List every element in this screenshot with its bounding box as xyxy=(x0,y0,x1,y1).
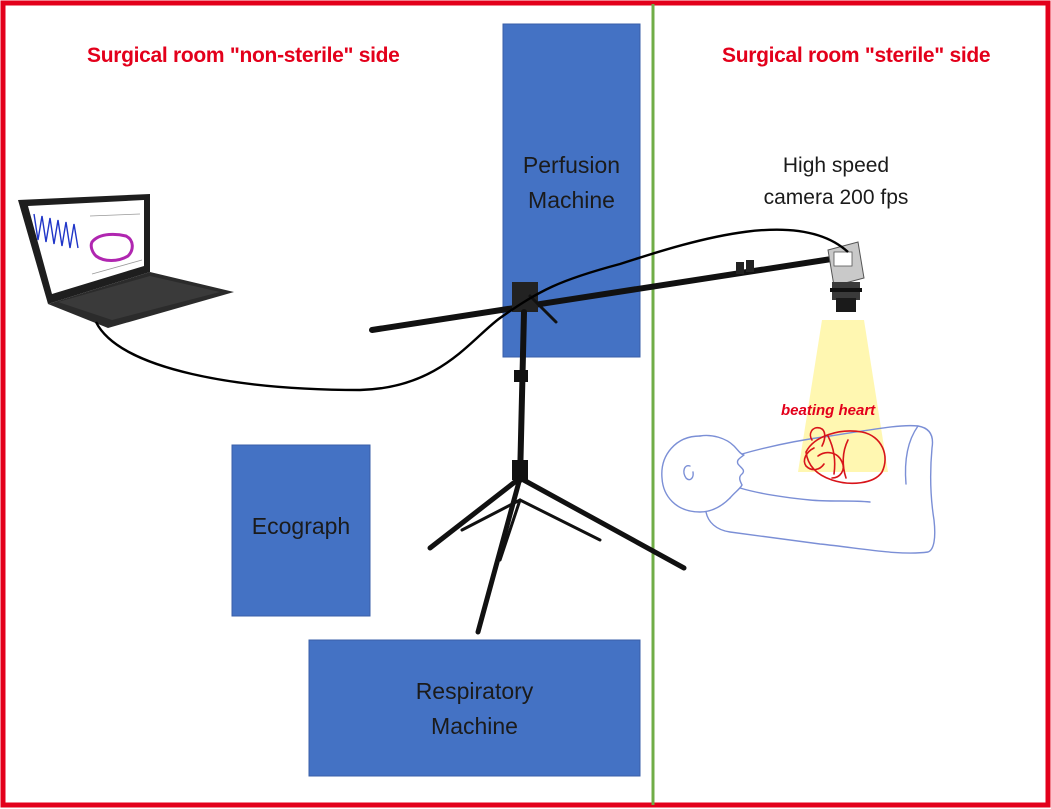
patient-outline-icon xyxy=(661,424,936,554)
respiratory-machine-box xyxy=(308,639,641,777)
non-sterile-zone-title: Surgical room "non-sterile" side xyxy=(87,44,400,67)
tripod-boom-icon xyxy=(369,255,841,635)
heart-icon xyxy=(803,426,886,485)
camera-icon xyxy=(827,241,865,312)
camera-label: High speed camera 200 fps xyxy=(736,150,936,214)
data-cable xyxy=(94,228,849,392)
ecograph-label: Ecograph xyxy=(251,513,351,539)
respiratory-line1: Respiratory xyxy=(415,678,534,704)
laptop-icon xyxy=(18,194,234,328)
camera-line2: camera 200 fps xyxy=(763,186,909,209)
respiratory-line2: Machine xyxy=(431,713,518,739)
perfusion-line2: Machine xyxy=(528,187,615,213)
camera-line1: High speed xyxy=(782,154,890,177)
camera-light-cone xyxy=(798,320,888,472)
perfusion-line1: Perfusion xyxy=(522,152,621,178)
respiratory-machine-label: Respiratory Machine xyxy=(309,674,640,744)
beating-heart-label: beating heart xyxy=(781,402,876,419)
perfusion-machine-label: Perfusion Machine xyxy=(503,148,640,218)
ecograph-box xyxy=(231,444,371,617)
sterile-zone-title: Surgical room "sterile" side xyxy=(722,44,991,67)
